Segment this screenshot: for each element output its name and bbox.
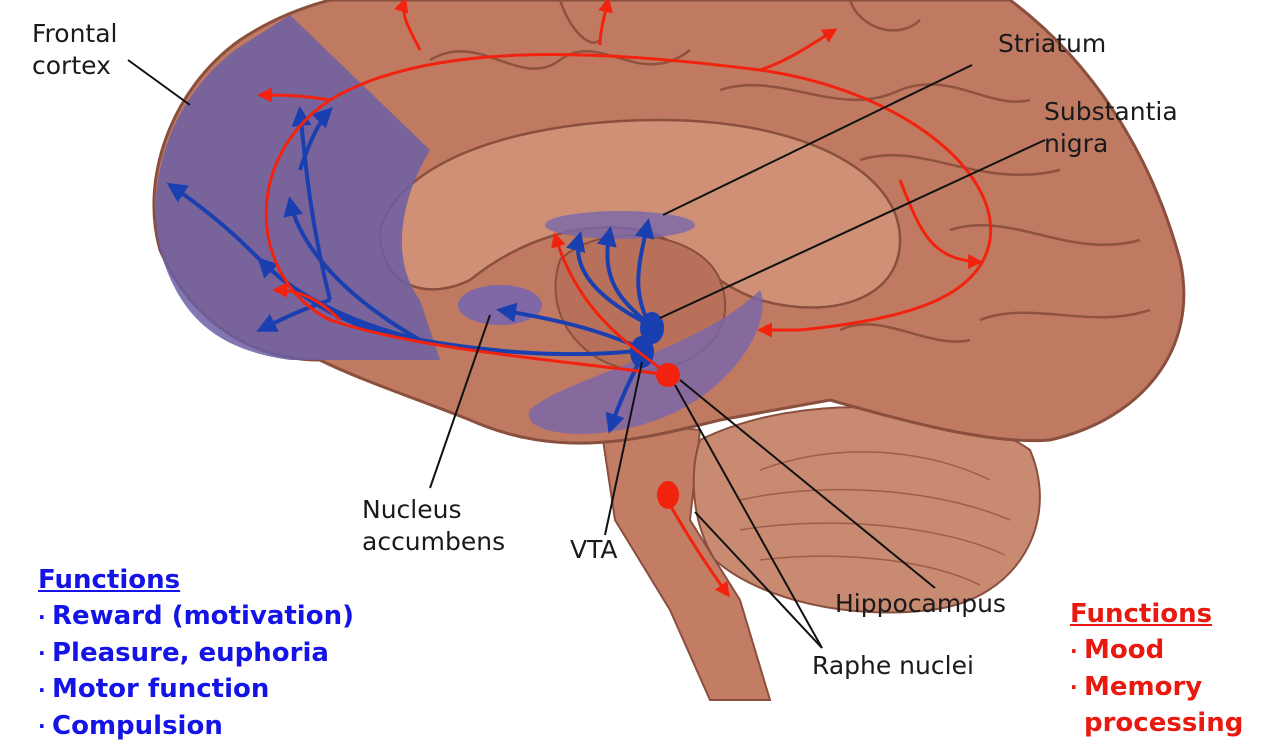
bullet-icon: · [1070,633,1084,669]
label-substantia-nigra-line2: nigra [1044,128,1178,160]
dopamine-functions: Functions ·Reward (motivation) ·Pleasure… [38,562,354,744]
label-striatum: Striatum [998,28,1106,60]
serotonin-function-item: ·Memory [1070,669,1243,706]
dopamine-function-item: ·Motor function [38,671,354,708]
striatum-region[interactable] [545,211,695,239]
serotonin-functions: Functions ·Mood ·Memory processing [1070,596,1243,741]
label-nucleus-accumbens-line1: Nucleus [362,494,505,526]
label-nucleus-accumbens: Nucleus accumbens [362,494,505,558]
bullet-icon: · [38,672,52,708]
label-frontal-cortex: Frontal cortex [32,18,118,82]
serotonin-function-label: processing [1084,708,1243,738]
dopamine-function-label: Motor function [52,674,269,704]
dopamine-function-label: Pleasure, euphoria [52,638,329,668]
serotonin-function-label: Memory [1084,672,1202,702]
serotonin-function-item: processing [1070,705,1243,741]
label-nucleus-accumbens-line2: accumbens [362,526,505,558]
bullet-icon: · [38,599,52,635]
dopamine-function-item: ·Pleasure, euphoria [38,635,354,672]
label-raphe-nuclei: Raphe nuclei [812,650,974,682]
label-frontal-cortex-line1: Frontal [32,18,118,50]
label-vta: VTA [570,534,618,566]
dopamine-function-item: ·Reward (motivation) [38,598,354,635]
dopamine-function-item: ·Compulsion [38,708,354,744]
serotonin-function-label: Mood [1084,635,1164,665]
raphe-lower-node[interactable] [657,481,679,509]
dopamine-functions-title: Functions [38,562,354,598]
bullet-icon: · [1070,669,1084,705]
bullet-icon: · [38,708,52,744]
raphe-upper-node[interactable] [656,363,680,387]
label-substantia-nigra: Substantia nigra [1044,96,1178,160]
serotonin-functions-title: Functions [1070,596,1243,632]
dopamine-function-label: Reward (motivation) [52,601,354,631]
label-frontal-cortex-line2: cortex [32,50,118,82]
label-substantia-nigra-line1: Substantia [1044,96,1178,128]
nucleus-accumbens-region[interactable] [458,285,542,325]
bullet-icon: · [38,635,52,671]
dopamine-function-label: Compulsion [52,711,223,741]
label-hippocampus: Hippocampus [835,588,1006,620]
serotonin-function-item: ·Mood [1070,632,1243,669]
